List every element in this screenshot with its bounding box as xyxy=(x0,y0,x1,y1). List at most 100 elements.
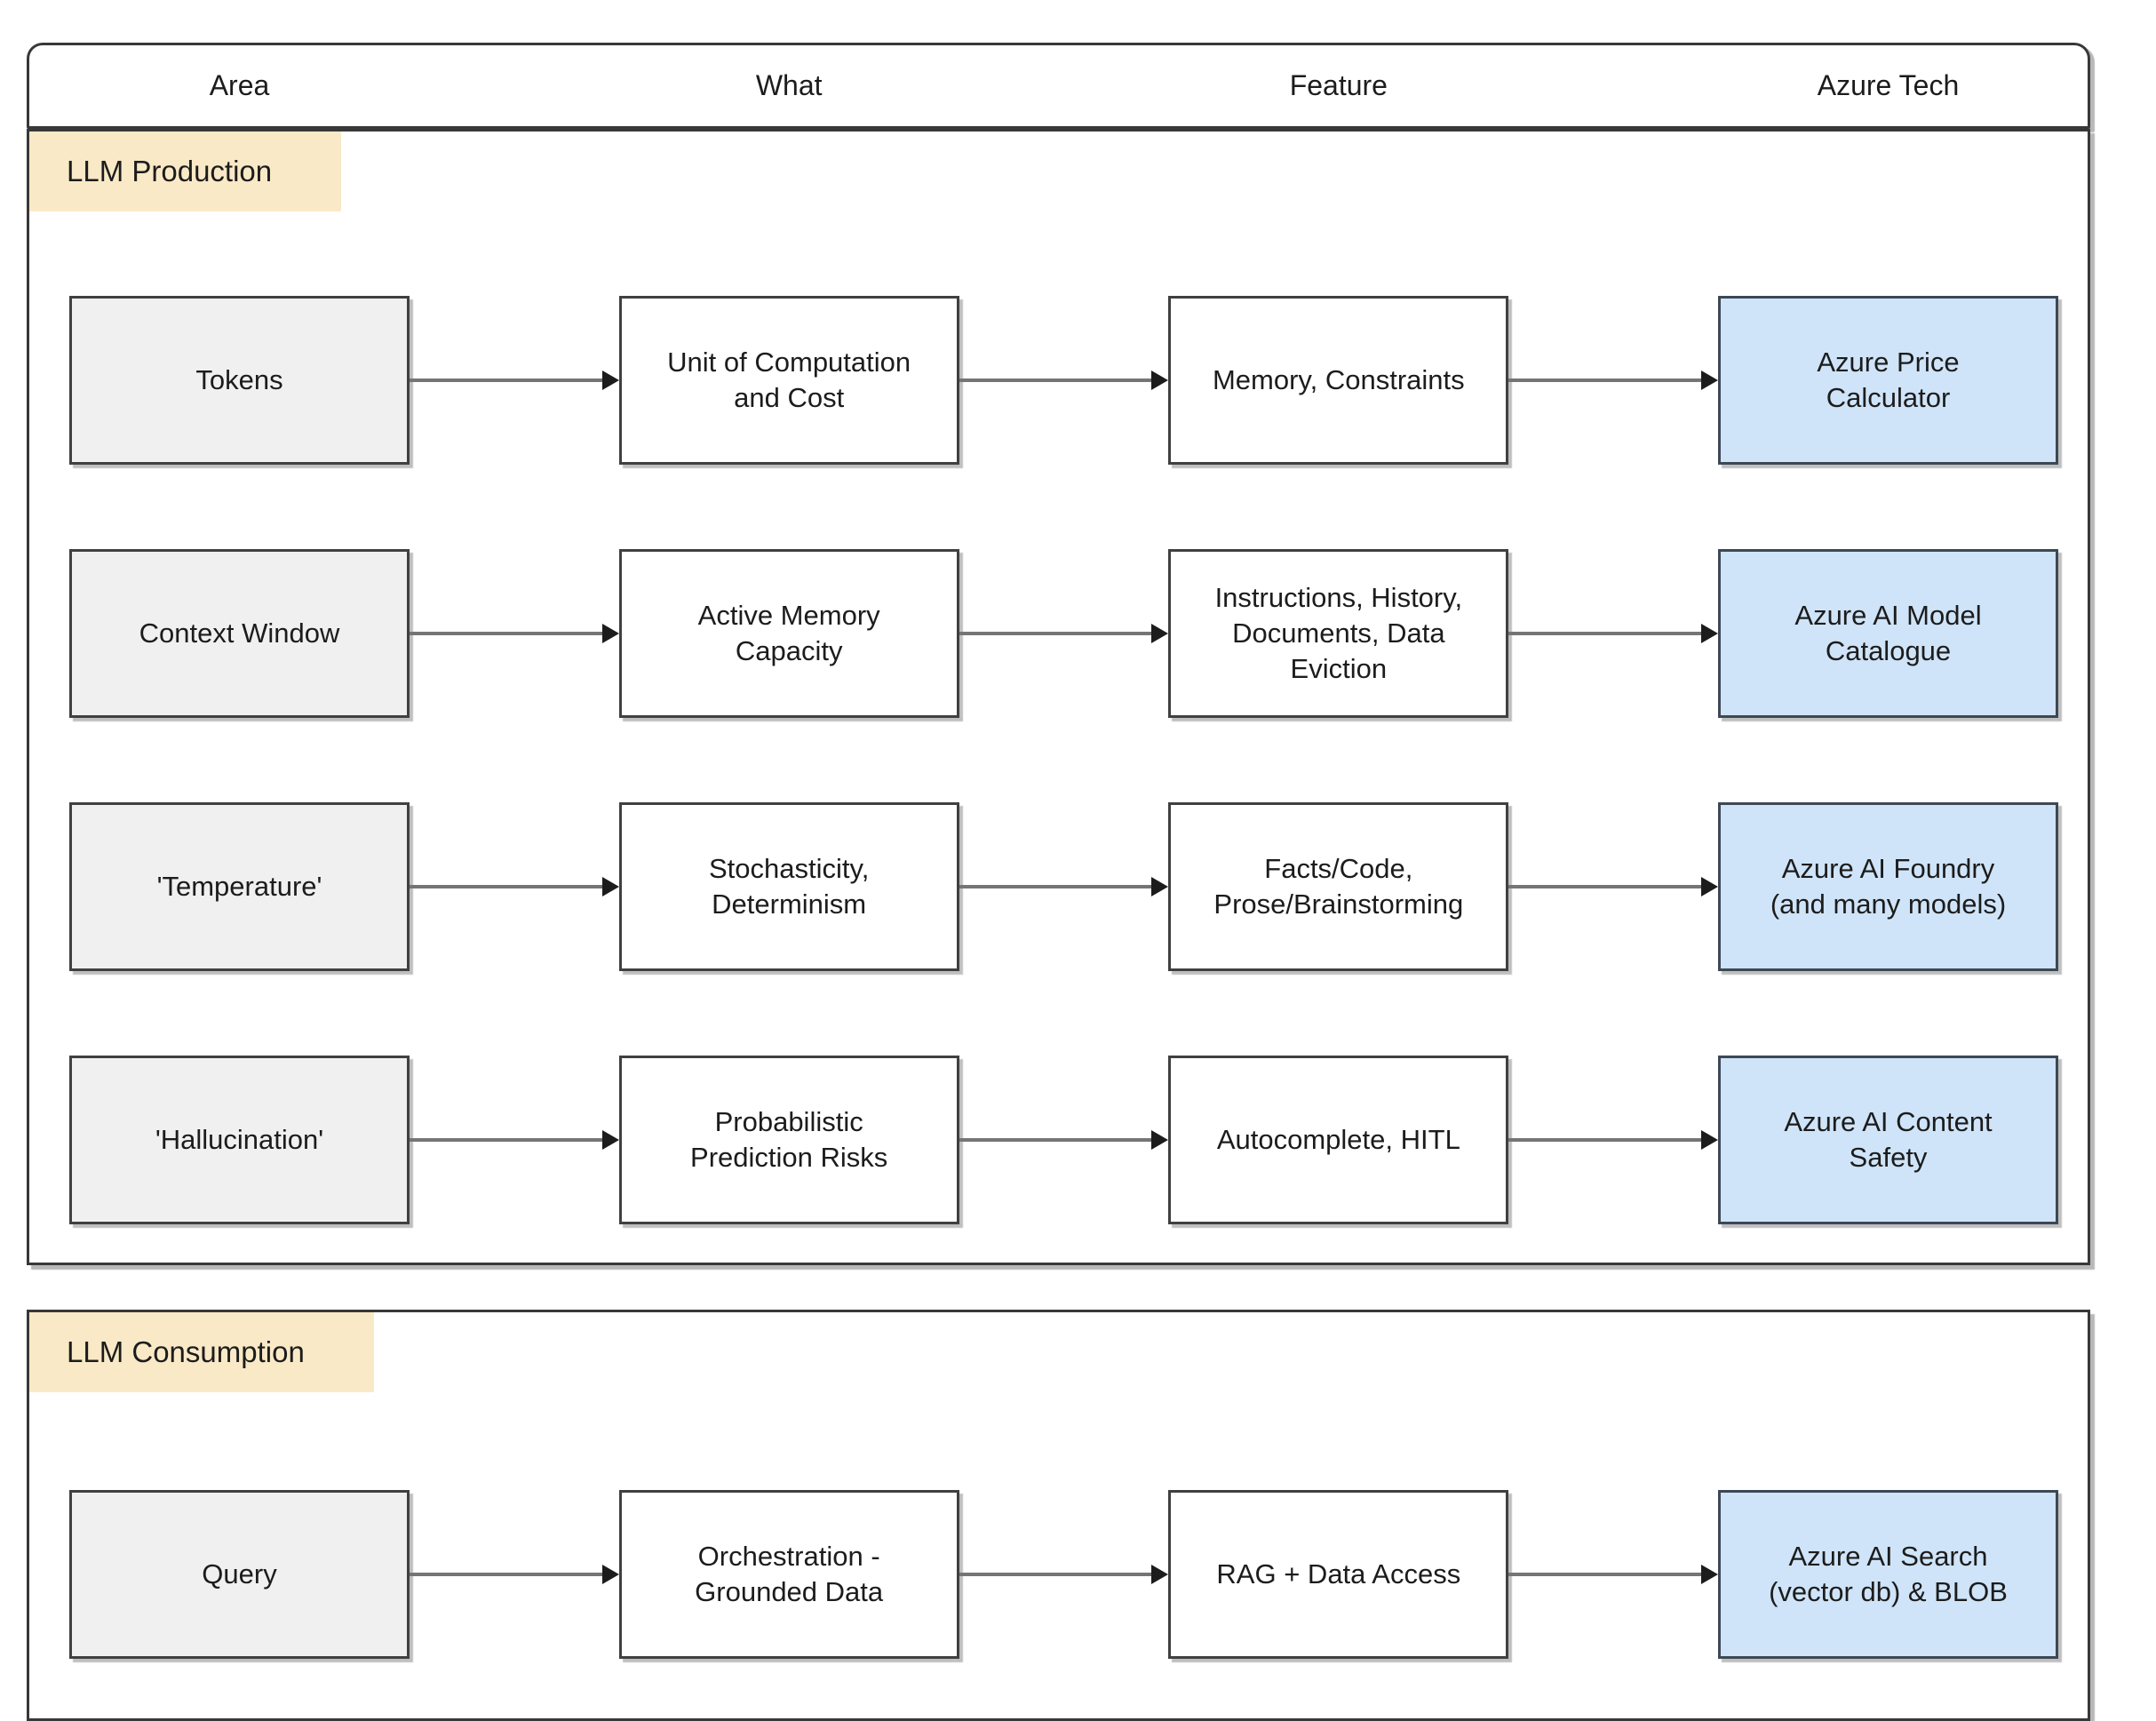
node-feature: Instructions, History, Documents, Data E… xyxy=(1168,549,1509,718)
node-area: Context Window xyxy=(69,549,410,718)
arrow-right-icon xyxy=(410,1056,619,1224)
arrow-shaft xyxy=(410,885,604,888)
arrow-right-icon xyxy=(410,296,619,465)
arrow-head-icon xyxy=(601,370,619,390)
node-what: Probabilistic Prediction Risks xyxy=(618,1056,959,1224)
column-header-area: Area xyxy=(209,69,270,101)
arrow-right-icon xyxy=(410,549,619,718)
node-feature: RAG + Data Access xyxy=(1168,1490,1509,1659)
node-area: 'Hallucination' xyxy=(69,1056,410,1224)
node-azure-tech: Azure AI Foundry (and many models) xyxy=(1718,802,2058,971)
arrow-right-icon xyxy=(1508,1056,1718,1224)
arrow-right-icon xyxy=(959,1056,1169,1224)
column-header-azure-tech: Azure Tech xyxy=(1817,69,1960,101)
arrow-right-icon xyxy=(410,1490,619,1659)
arrow-head-icon xyxy=(1701,1130,1718,1150)
node-label: Azure AI Model Catalogue xyxy=(1794,600,1982,666)
node-label: Azure AI Search (vector db) & BLOB xyxy=(1769,1541,2008,1607)
node-label: Query xyxy=(202,1558,277,1590)
arrow-shaft xyxy=(1508,1138,1703,1142)
arrow-right-icon xyxy=(959,549,1169,718)
node-label: Azure Price Calculator xyxy=(1817,347,1960,413)
node-what: Unit of Computation and Cost xyxy=(618,296,959,465)
node-label: Unit of Computation and Cost xyxy=(667,347,911,413)
arrow-shaft xyxy=(959,632,1154,635)
section-label-llm-production: LLM Production xyxy=(29,131,342,211)
node-label: Context Window xyxy=(139,617,340,649)
arrow-shaft xyxy=(410,378,604,382)
node-label: Tokens xyxy=(195,364,283,396)
node-label: Memory, Constraints xyxy=(1212,364,1465,396)
arrow-right-icon xyxy=(959,1490,1169,1659)
arrow-head-icon xyxy=(601,1130,619,1150)
node-azure-tech: Azure AI Content Safety xyxy=(1718,1056,2058,1224)
section-llm-production: LLM Production Tokens Unit of Computatio… xyxy=(27,129,2090,1265)
node-label: Instructions, History, Documents, Data E… xyxy=(1214,582,1463,684)
arrow-head-icon xyxy=(1151,370,1169,390)
flow-row-hallucination: 'Hallucination' Probabilistic Prediction… xyxy=(29,1056,2088,1224)
section-llm-consumption: LLM Consumption Query Orchestration - Gr… xyxy=(27,1310,2090,1721)
arrow-head-icon xyxy=(1701,877,1718,896)
flow-row-context-window: Context Window Active Memory Capacity In… xyxy=(29,549,2088,718)
node-feature: Facts/Code, Prose/Brainstorming xyxy=(1168,802,1509,971)
column-header-feature: Feature xyxy=(1289,69,1388,101)
node-label: Facts/Code, Prose/Brainstorming xyxy=(1213,853,1464,920)
arrow-right-icon xyxy=(1508,549,1718,718)
arrow-shaft xyxy=(1508,885,1703,888)
arrow-head-icon xyxy=(1701,624,1718,643)
arrow-right-icon xyxy=(1508,296,1718,465)
arrow-head-icon xyxy=(1151,877,1169,896)
arrow-shaft xyxy=(410,1138,604,1142)
node-azure-tech: Azure Price Calculator xyxy=(1718,296,2058,465)
arrow-head-icon xyxy=(601,877,619,896)
node-what: Stochasticity, Determinism xyxy=(618,802,959,971)
node-label: 'Temperature' xyxy=(156,871,322,903)
node-label: Orchestration - Grounded Data xyxy=(695,1541,884,1607)
node-what: Active Memory Capacity xyxy=(618,549,959,718)
arrow-right-icon xyxy=(959,802,1169,971)
flow-row-tokens: Tokens Unit of Computation and Cost Memo… xyxy=(29,296,2088,465)
node-label: Active Memory Capacity xyxy=(697,600,880,666)
node-label: Autocomplete, HITL xyxy=(1216,1124,1460,1156)
flow-row-query: Query Orchestration - Grounded Data RAG … xyxy=(29,1490,2088,1659)
arrow-shaft xyxy=(1508,378,1703,382)
diagram-page: Area What Feature Azure Tech LLM Product… xyxy=(27,43,2090,1721)
node-area: 'Temperature' xyxy=(69,802,410,971)
arrow-shaft xyxy=(410,632,604,635)
node-label: 'Hallucination' xyxy=(155,1124,324,1156)
arrow-head-icon xyxy=(1151,624,1169,643)
node-area: Tokens xyxy=(69,296,410,465)
arrow-shaft xyxy=(959,1573,1154,1576)
arrow-right-icon xyxy=(959,296,1169,465)
node-feature: Autocomplete, HITL xyxy=(1168,1056,1509,1224)
arrow-head-icon xyxy=(601,624,619,643)
arrow-shaft xyxy=(959,885,1154,888)
arrow-head-icon xyxy=(601,1565,619,1584)
node-area: Query xyxy=(69,1490,410,1659)
flow-row-temperature: 'Temperature' Stochasticity, Determinism… xyxy=(29,802,2088,971)
node-azure-tech: Azure AI Model Catalogue xyxy=(1718,549,2058,718)
node-what: Orchestration - Grounded Data xyxy=(618,1490,959,1659)
arrow-right-icon xyxy=(410,802,619,971)
arrow-right-icon xyxy=(1508,802,1718,971)
arrow-shaft xyxy=(959,1138,1154,1142)
arrow-head-icon xyxy=(1151,1130,1169,1150)
arrow-shaft xyxy=(410,1573,604,1576)
arrow-head-icon xyxy=(1701,1565,1718,1584)
arrow-head-icon xyxy=(1151,1565,1169,1584)
arrow-head-icon xyxy=(1701,370,1718,390)
node-feature: Memory, Constraints xyxy=(1168,296,1509,465)
arrow-right-icon xyxy=(1508,1490,1718,1659)
node-label: Azure AI Content Safety xyxy=(1784,1106,1993,1173)
column-header-bar: Area What Feature Azure Tech xyxy=(27,43,2090,129)
section-label-llm-consumption: LLM Consumption xyxy=(29,1312,374,1392)
arrow-shaft xyxy=(1508,1573,1703,1576)
node-label: RAG + Data Access xyxy=(1216,1558,1461,1590)
arrow-shaft xyxy=(959,378,1154,382)
arrow-shaft xyxy=(1508,632,1703,635)
node-label: Probabilistic Prediction Risks xyxy=(690,1106,888,1173)
node-azure-tech: Azure AI Search (vector db) & BLOB xyxy=(1718,1490,2058,1659)
node-label: Stochasticity, Determinism xyxy=(708,853,870,920)
node-label: Azure AI Foundry (and many models) xyxy=(1770,853,2007,920)
column-header-what: What xyxy=(755,69,823,101)
